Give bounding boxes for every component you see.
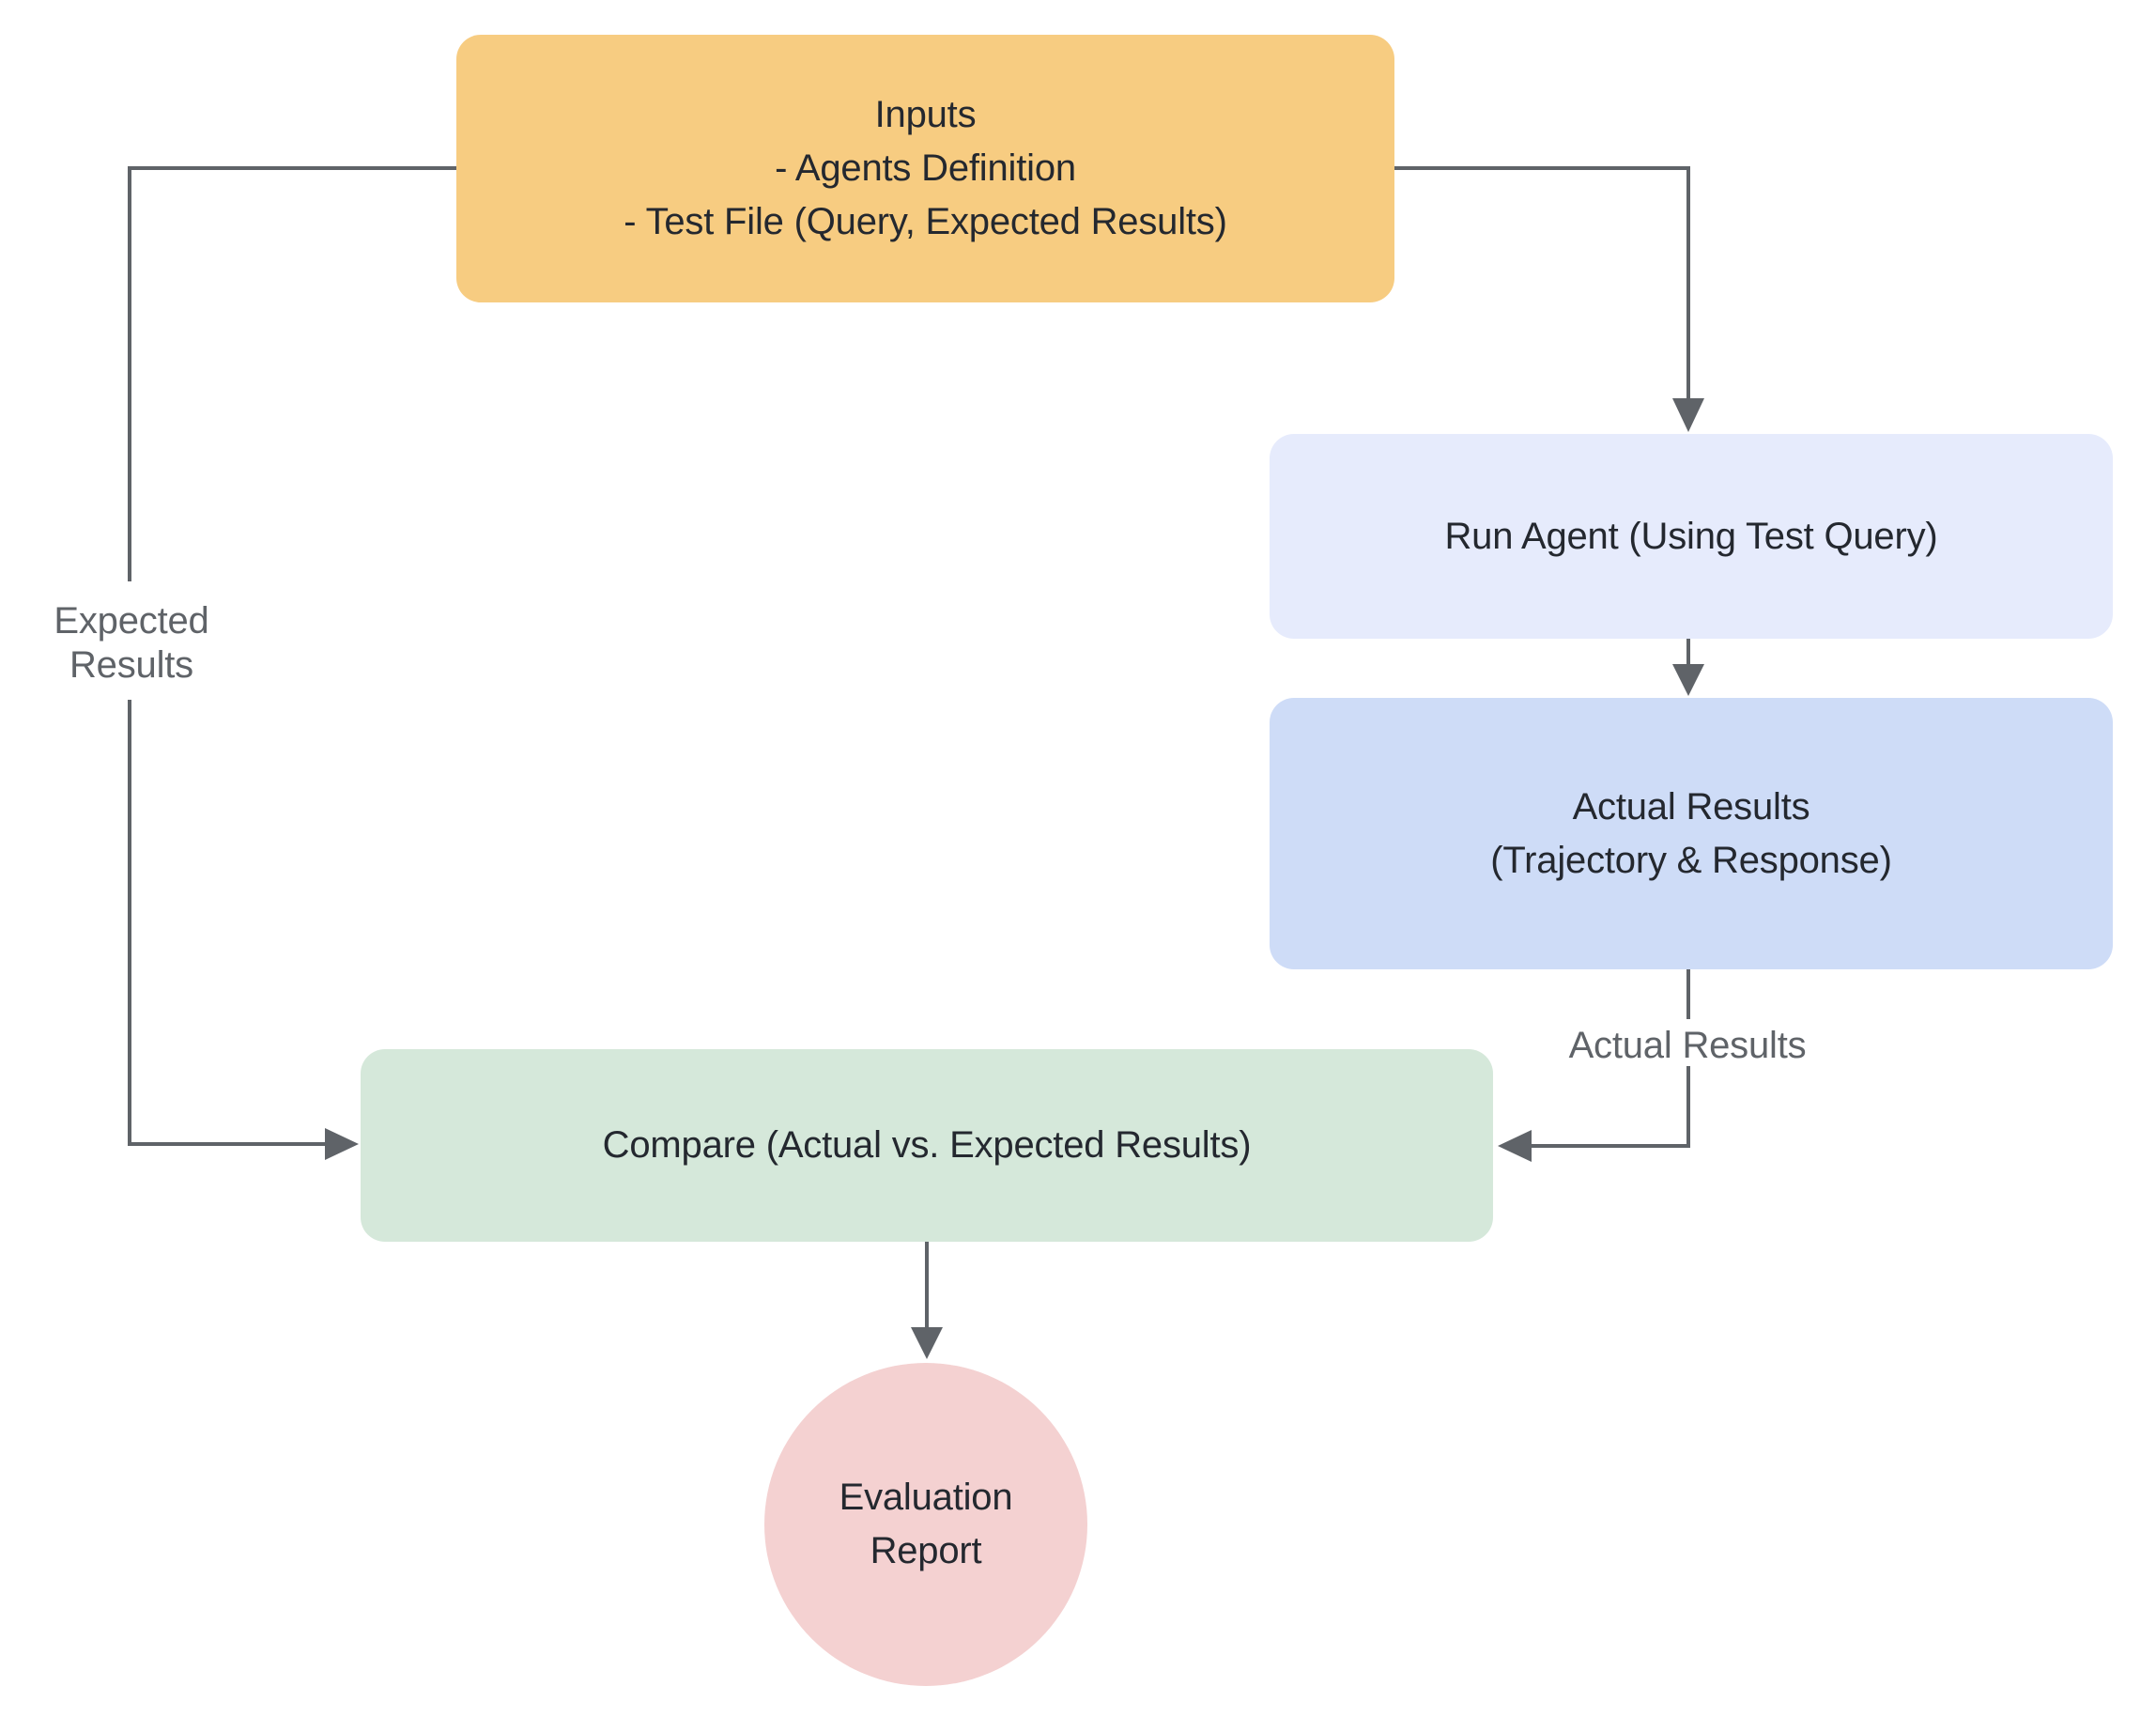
arrowhead-into-actual-results: [1672, 664, 1704, 696]
arrowhead-into-run-agent: [1672, 398, 1704, 432]
node-run-agent: Run Agent (Using Test Query): [1270, 434, 2113, 639]
arrowhead-into-evaluation-report: [911, 1327, 943, 1359]
node-evaluation-report: Evaluation Report: [764, 1363, 1087, 1686]
compare-label: Compare (Actual vs. Expected Results): [602, 1124, 1252, 1166]
inputs-title: Inputs: [874, 94, 977, 135]
edge-label-expected-results: Expected Results: [54, 600, 209, 686]
arrowhead-into-compare-left: [325, 1128, 359, 1160]
node-actual-results: Actual Results (Trajectory & Response): [1270, 698, 2113, 969]
run-agent-label: Run Agent (Using Test Query): [1444, 515, 1938, 557]
arrowhead-into-compare-right: [1498, 1130, 1532, 1162]
inputs-item-agents-definition: - Agents Definition: [775, 147, 1076, 189]
node-compare: Compare (Actual vs. Expected Results): [361, 1049, 1493, 1242]
edge-label-actual-results: Actual Results: [1568, 1025, 1807, 1066]
actual-results-label: Actual Results (Trajectory & Response): [1490, 785, 1892, 881]
inputs-item-test-file: - Test File (Query, Expected Results): [624, 201, 1227, 242]
edge-inputs-to-compare: [128, 166, 456, 1146]
edge-inputs-to-run-agent: [1394, 166, 1690, 398]
evaluation-report-label: Evaluation Report: [839, 1477, 1013, 1571]
node-inputs: Inputs - Agents Definition - Test File (…: [456, 35, 1394, 302]
edge-actual-results-to-compare: [1532, 969, 1690, 1148]
